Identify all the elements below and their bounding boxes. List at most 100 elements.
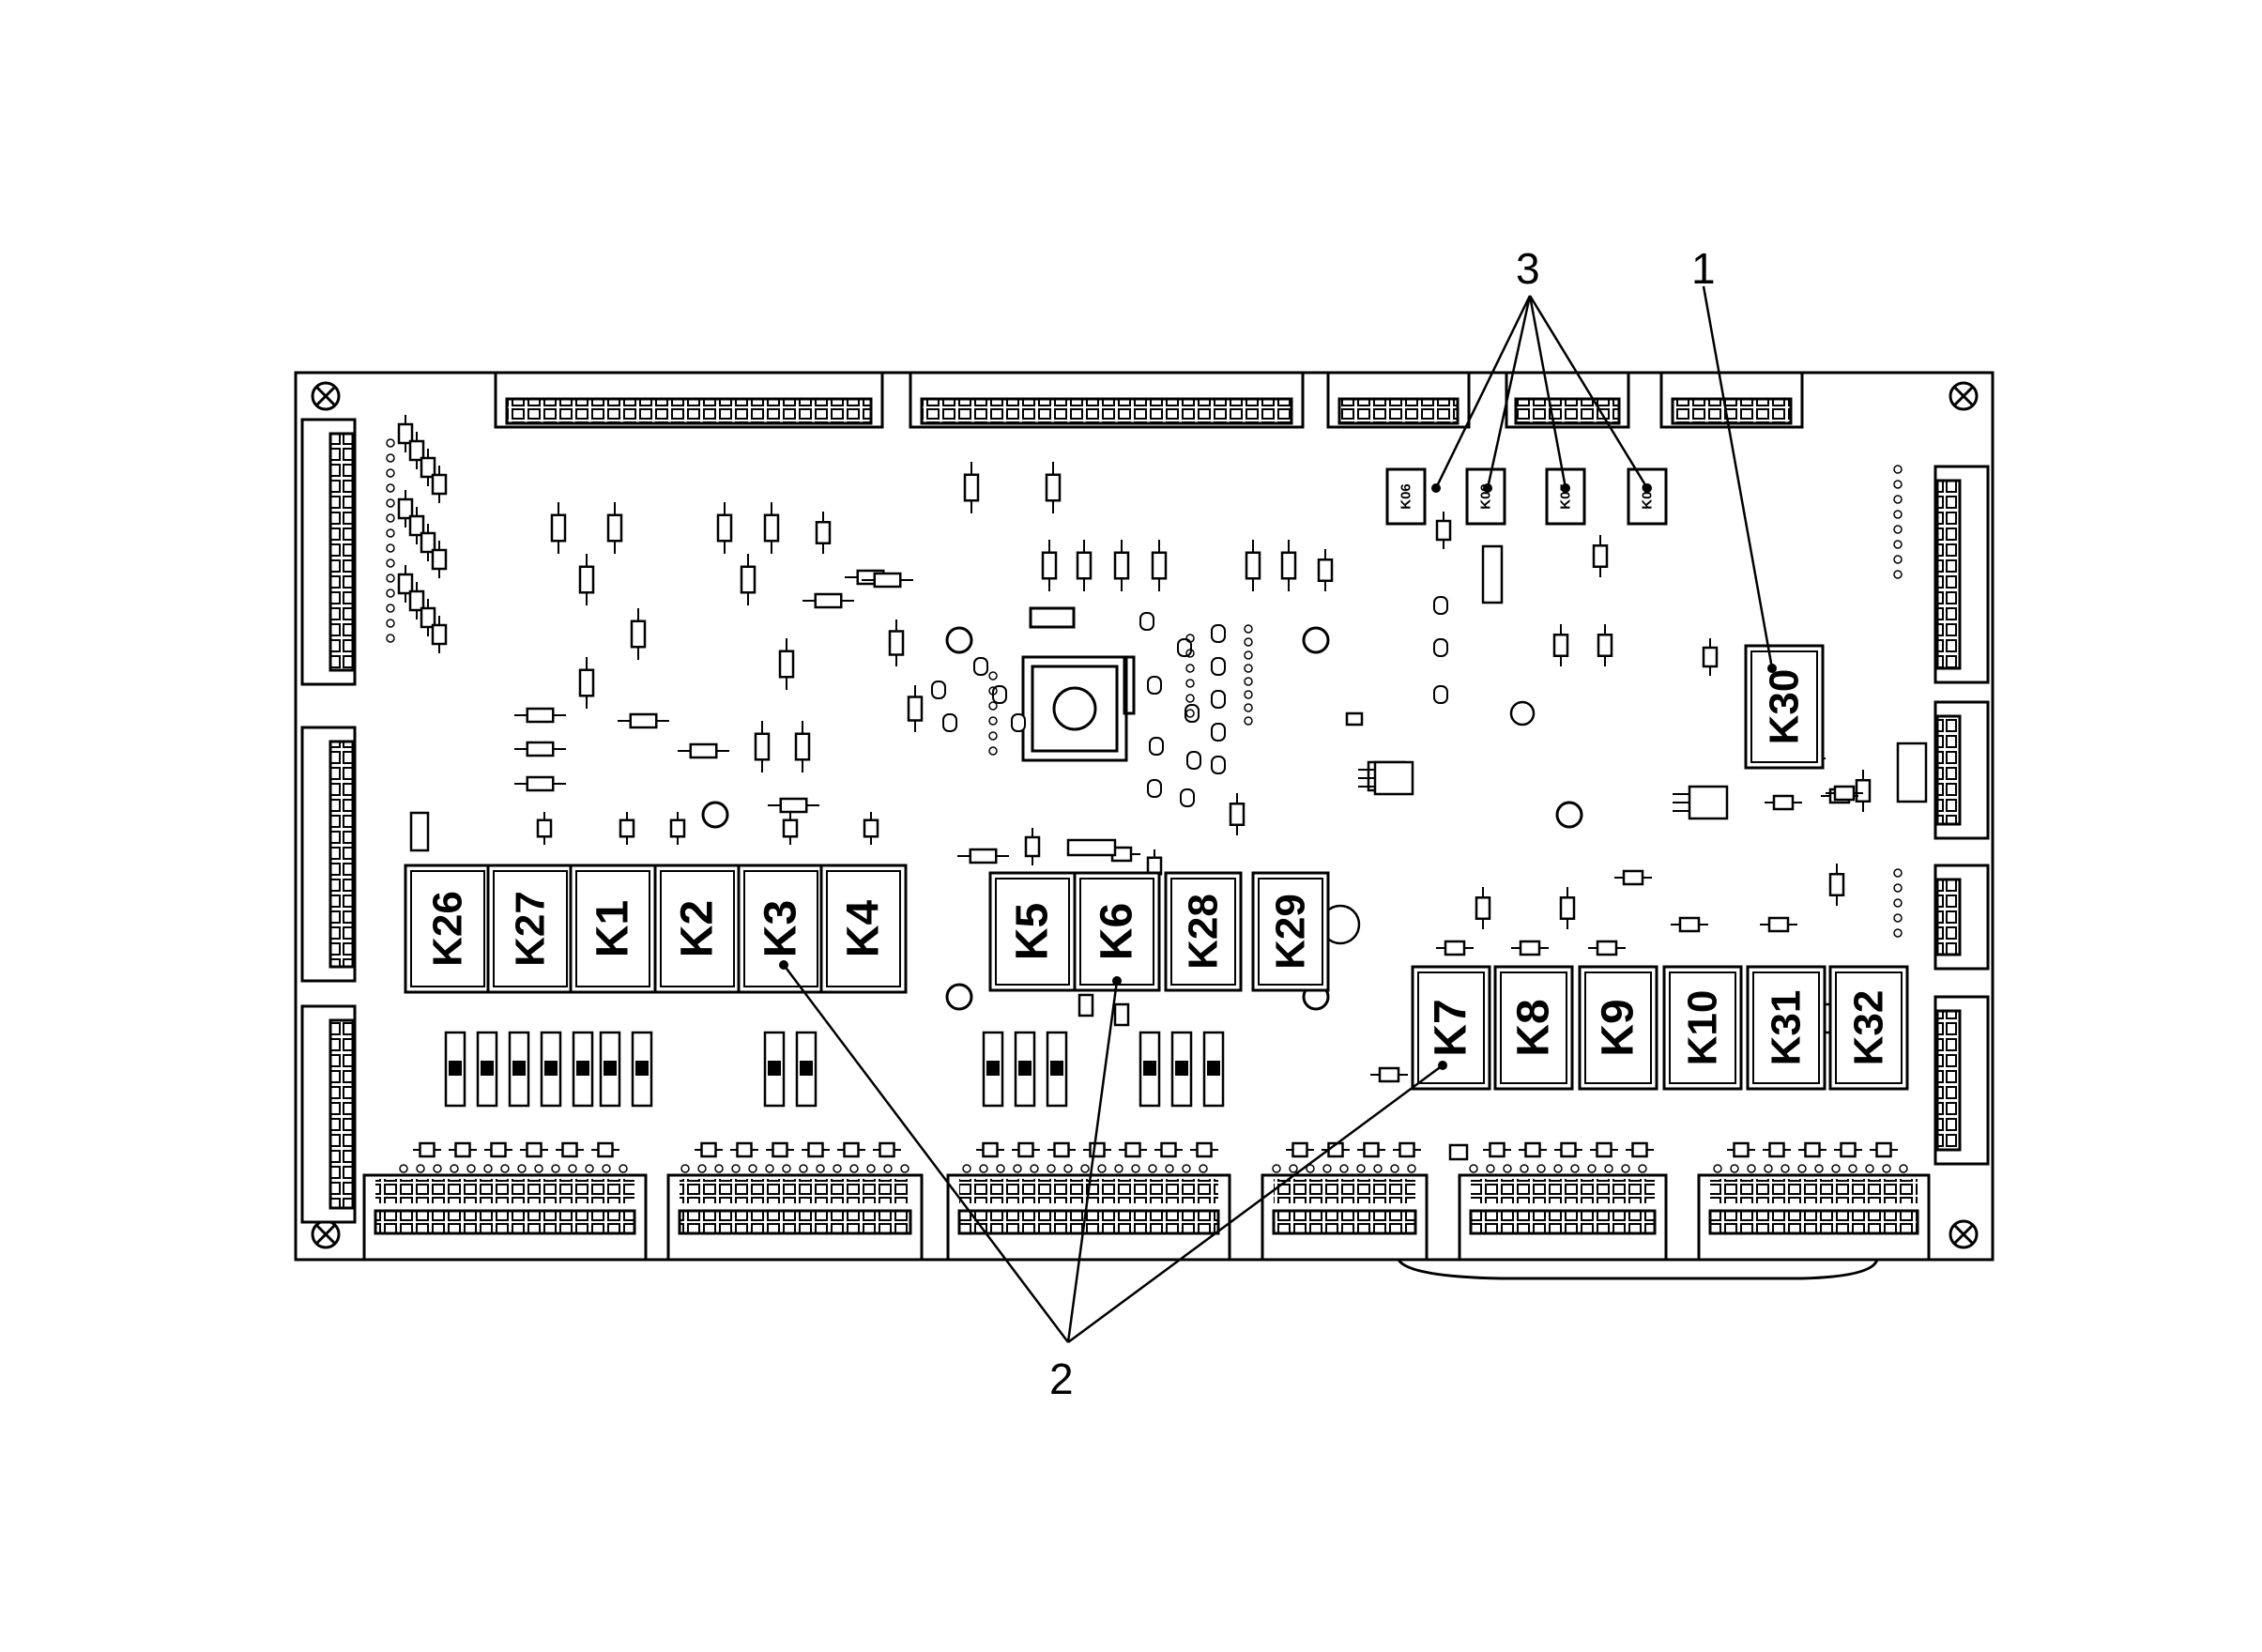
solder-pad	[399, 1164, 408, 1173]
solder-pad	[748, 1164, 757, 1173]
solder-pad	[1244, 650, 1253, 660]
solder-pad	[849, 1164, 859, 1173]
solder-pad	[551, 1164, 560, 1173]
small-relay-body	[1627, 467, 1668, 526]
relay-inner	[1750, 650, 1818, 763]
resistor	[815, 521, 832, 544]
solder-pad	[1893, 525, 1903, 534]
resistor	[619, 818, 635, 838]
solder-pad	[1013, 1164, 1022, 1173]
resistor	[1840, 1141, 1857, 1158]
solder-pad	[1893, 540, 1903, 549]
resistor	[1041, 551, 1058, 580]
relay-label: K3	[757, 900, 806, 957]
resistor	[1229, 803, 1246, 826]
resistor	[879, 1141, 895, 1158]
small-relay-body	[1545, 467, 1586, 526]
resistor	[1076, 551, 1093, 580]
fuse-band	[512, 1061, 526, 1076]
resistor	[1444, 940, 1466, 956]
solder-pad	[680, 1164, 690, 1173]
relay-body	[1411, 965, 1491, 1091]
component-box	[1066, 838, 1117, 857]
relay-k28: K28	[1164, 871, 1243, 992]
relay-label: K8	[1509, 999, 1559, 1056]
solder-pad	[1199, 1164, 1208, 1173]
resistor	[526, 741, 555, 757]
callout-3: 3	[1516, 244, 1540, 293]
small-relay-body	[1465, 467, 1506, 526]
solder-pad	[1604, 1164, 1613, 1173]
resistor	[1828, 873, 1845, 896]
relay-k29: K29	[1251, 871, 1330, 992]
solder-pad	[1797, 1164, 1807, 1173]
relay-inner	[743, 870, 818, 987]
relay-k27: K27	[486, 864, 574, 994]
solder-pad	[988, 716, 998, 726]
relay-body	[569, 864, 657, 994]
solder-pad	[962, 1164, 971, 1173]
solder-pad	[1831, 1164, 1841, 1173]
solder-pad	[1893, 898, 1903, 908]
relay-inner	[575, 870, 650, 987]
solder-pad	[1185, 679, 1195, 688]
resistor	[397, 422, 414, 445]
capacitor	[1211, 657, 1226, 676]
solder-pad	[386, 543, 395, 553]
solder-pad	[386, 483, 395, 493]
resistor	[1702, 646, 1719, 668]
relay-body	[1073, 871, 1161, 992]
solder-pad	[1638, 1164, 1647, 1173]
solder-pad	[883, 1164, 893, 1173]
capacitor	[1211, 690, 1226, 709]
resistor	[1804, 1141, 1821, 1158]
capacitor	[1211, 756, 1226, 774]
solder-pad	[416, 1164, 425, 1173]
resistor	[419, 1141, 436, 1158]
relay-inner	[1584, 971, 1652, 1084]
relay-k6: K6	[1073, 871, 1161, 992]
solder-pad	[1047, 1164, 1056, 1173]
relay-body	[1746, 965, 1826, 1091]
solder-pad	[714, 1164, 724, 1173]
relay-label: K27	[508, 891, 554, 967]
solder-pad	[1570, 1164, 1580, 1173]
resistor	[490, 1141, 507, 1158]
resistor	[1124, 1141, 1141, 1158]
relay-inner	[493, 870, 568, 987]
resistor	[526, 775, 555, 792]
solder-pad	[1893, 928, 1903, 938]
solder-pad	[988, 731, 998, 741]
solder-pad	[1244, 677, 1253, 686]
test-point	[1509, 700, 1536, 727]
relay-k10: K10	[1662, 965, 1743, 1091]
resistor	[526, 1141, 543, 1158]
solder-pad	[1893, 555, 1903, 564]
relay-body	[819, 864, 908, 994]
solder-pad	[1339, 1164, 1349, 1173]
solder-pad	[1390, 1164, 1399, 1173]
solder-pad	[1373, 1164, 1383, 1173]
solder-pad	[988, 746, 998, 756]
capacitor	[973, 657, 988, 676]
resistor	[431, 548, 448, 571]
resistor	[1875, 1141, 1892, 1158]
solder-pad	[1165, 1164, 1174, 1173]
relay-k7: K7	[1411, 965, 1491, 1091]
capacitor	[942, 713, 957, 732]
solder-pad	[568, 1164, 577, 1173]
right-connectors	[1933, 465, 1990, 1166]
solder-pad	[386, 604, 395, 613]
resistor	[1772, 794, 1795, 811]
resistor	[1151, 551, 1168, 580]
solder-pad	[1764, 1164, 1773, 1173]
solder-pad	[1356, 1164, 1366, 1173]
resistor	[1378, 1066, 1400, 1083]
resistor	[397, 573, 414, 595]
relay-k1: K1	[569, 864, 657, 994]
relay-body	[404, 864, 492, 994]
resistor	[807, 1141, 824, 1158]
solder-pad	[1148, 1164, 1157, 1173]
